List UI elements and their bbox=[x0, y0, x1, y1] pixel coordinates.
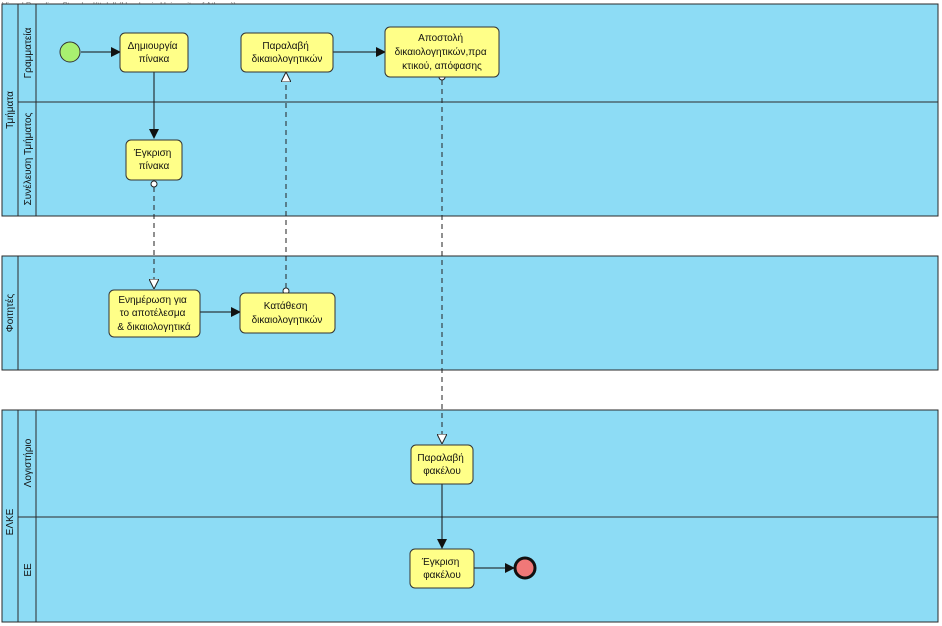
pool-label-tmimata: Τμήματα bbox=[4, 91, 16, 129]
svg-text:Παραλαβή δικαιολογητικών: Παραλαβή δικαιολογητικών bbox=[252, 40, 323, 65]
activity-text-line: κτικού, απόφασης bbox=[402, 60, 482, 72]
activity-text-line: δικαιολογητικών,πρα bbox=[395, 46, 487, 58]
activity-submit-documents[interactable]: Κατάθεση δικαιολογητικών bbox=[239, 292, 336, 334]
activity-text-line: πίνακα bbox=[139, 160, 170, 172]
activity-text-line: δικαιολογητικών bbox=[252, 314, 323, 326]
svg-text:Δημιουργία πίνακα: Δημιουργία πίνακα bbox=[128, 40, 181, 65]
activity-create-table[interactable]: Δημιουργία πίνακα bbox=[119, 32, 189, 73]
activity-send-documents[interactable]: Αποστολή δικαιολογητικών,πρα κτικού, από… bbox=[384, 26, 500, 78]
activity-notify-result[interactable]: Ενημέρωση για το αποτέλεσμα & δικαιολογη… bbox=[108, 289, 201, 338]
lane-label-logistirio: Λογιστήριο bbox=[22, 438, 34, 487]
activity-receive-folder[interactable]: Παραλαβή φακέλου bbox=[410, 444, 474, 485]
message-approve-to-notify[interactable] bbox=[151, 180, 157, 288]
activity-receive-documents[interactable]: Παραλαβή δικαιολογητικών bbox=[240, 32, 334, 73]
activity-text-line: Έγκριση bbox=[133, 148, 172, 159]
svg-text:Παραλαβή φακέλου: Παραλαβή φακέλου bbox=[417, 452, 466, 477]
activity-text-line: φακέλου bbox=[423, 569, 461, 581]
activity-text-line: φακέλου bbox=[423, 465, 461, 477]
activity-text-line: Ενημέρωση για bbox=[118, 294, 187, 306]
svg-text:Έγκριση πίνακα: Έγκριση πίνακα bbox=[133, 148, 174, 172]
activity-text-line: Αποστολή bbox=[418, 32, 463, 44]
activity-approve-folder[interactable]: Έγκριση φακέλου bbox=[409, 548, 475, 589]
lane-label-synelefsi: Συνέλευση Τμήματος bbox=[22, 112, 34, 205]
lane-label-grammateia: Γραμματεία bbox=[22, 27, 34, 78]
activity-approve-table[interactable]: Έγκριση πίνακα bbox=[125, 139, 183, 181]
lane-label-ee: ΕΕ bbox=[23, 563, 34, 577]
activity-text-line: & δικαιολογητικά bbox=[117, 321, 191, 333]
activity-text-line: Δημιουργία bbox=[128, 40, 178, 52]
svg-text:Έγκριση φακέλου: Έγκριση φακέλου bbox=[421, 557, 462, 581]
pool-elke[interactable]: ΕΛΚΕ Λογιστήριο ΕΕ bbox=[1, 409, 939, 623]
activity-text-line: Έγκριση bbox=[421, 557, 460, 568]
activity-text-line: δικαιολογητικών bbox=[252, 53, 323, 65]
svg-text:Κατάθεση δικαιολογητικών: Κατάθεση δικαιολογητικών bbox=[252, 300, 323, 326]
start-event[interactable] bbox=[59, 41, 81, 63]
activity-text-line: Κατάθεση bbox=[264, 300, 308, 312]
svg-text:Ενημέρωση για το αποτέλε: Ενημέρωση για το αποτέλεσμα & δικαιολογη… bbox=[117, 294, 191, 333]
pool-label-foitites: Φοιτητές bbox=[4, 294, 16, 333]
end-event[interactable] bbox=[513, 556, 537, 580]
svg-text:Αποστολή δικαιολογητικών: Αποστολή δικαιολογητικών,πρα κτικού, από… bbox=[395, 32, 490, 72]
activity-text-line: Παραλαβή bbox=[262, 40, 308, 52]
activity-text-line: το αποτέλεσμα bbox=[120, 307, 186, 319]
activity-text-line: πίνακα bbox=[139, 53, 170, 65]
pool-label-elke: ΕΛΚΕ bbox=[5, 508, 16, 535]
activity-text-line: Παραλαβή bbox=[417, 452, 463, 464]
